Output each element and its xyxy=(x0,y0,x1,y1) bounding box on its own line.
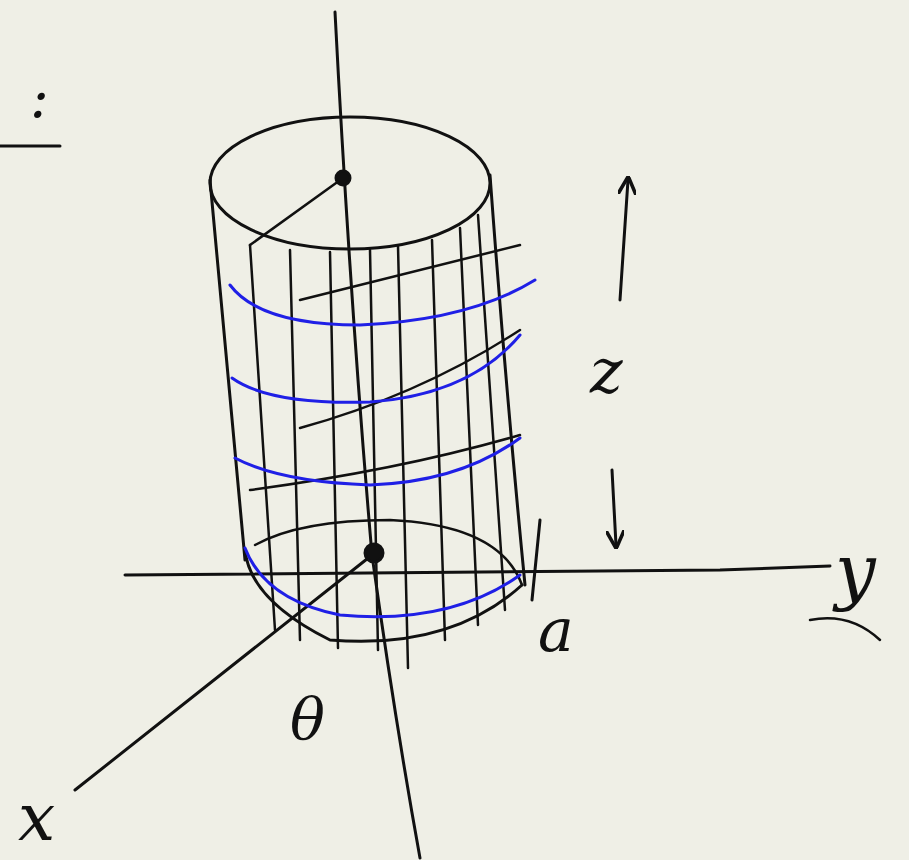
radius-tick xyxy=(532,520,540,600)
axis-label: z xyxy=(590,340,623,402)
axis-flourish xyxy=(810,618,880,640)
blue-rings xyxy=(230,280,535,617)
heading-underline xyxy=(0,145,60,148)
radius-line xyxy=(250,178,343,245)
cylinder-side xyxy=(490,175,525,585)
x-axis xyxy=(75,555,372,790)
z-axis xyxy=(335,12,420,858)
axis-label: y xyxy=(835,535,876,607)
angle-label: θ xyxy=(290,690,325,748)
y-axis xyxy=(125,566,830,575)
vertical-rulings xyxy=(250,215,505,668)
height-arrow-up xyxy=(620,180,628,300)
axis-label: x xyxy=(18,785,55,851)
origin-dot xyxy=(365,544,383,562)
bottom-ellipse-back xyxy=(255,520,522,585)
top-ellipse xyxy=(210,117,490,249)
cylinder-side xyxy=(210,180,245,560)
back-arcs xyxy=(250,245,520,490)
heading-colon: : xyxy=(30,70,49,126)
dimension-label: a xyxy=(538,600,574,660)
height-arrow-down xyxy=(612,470,616,545)
center-dot xyxy=(336,171,350,185)
